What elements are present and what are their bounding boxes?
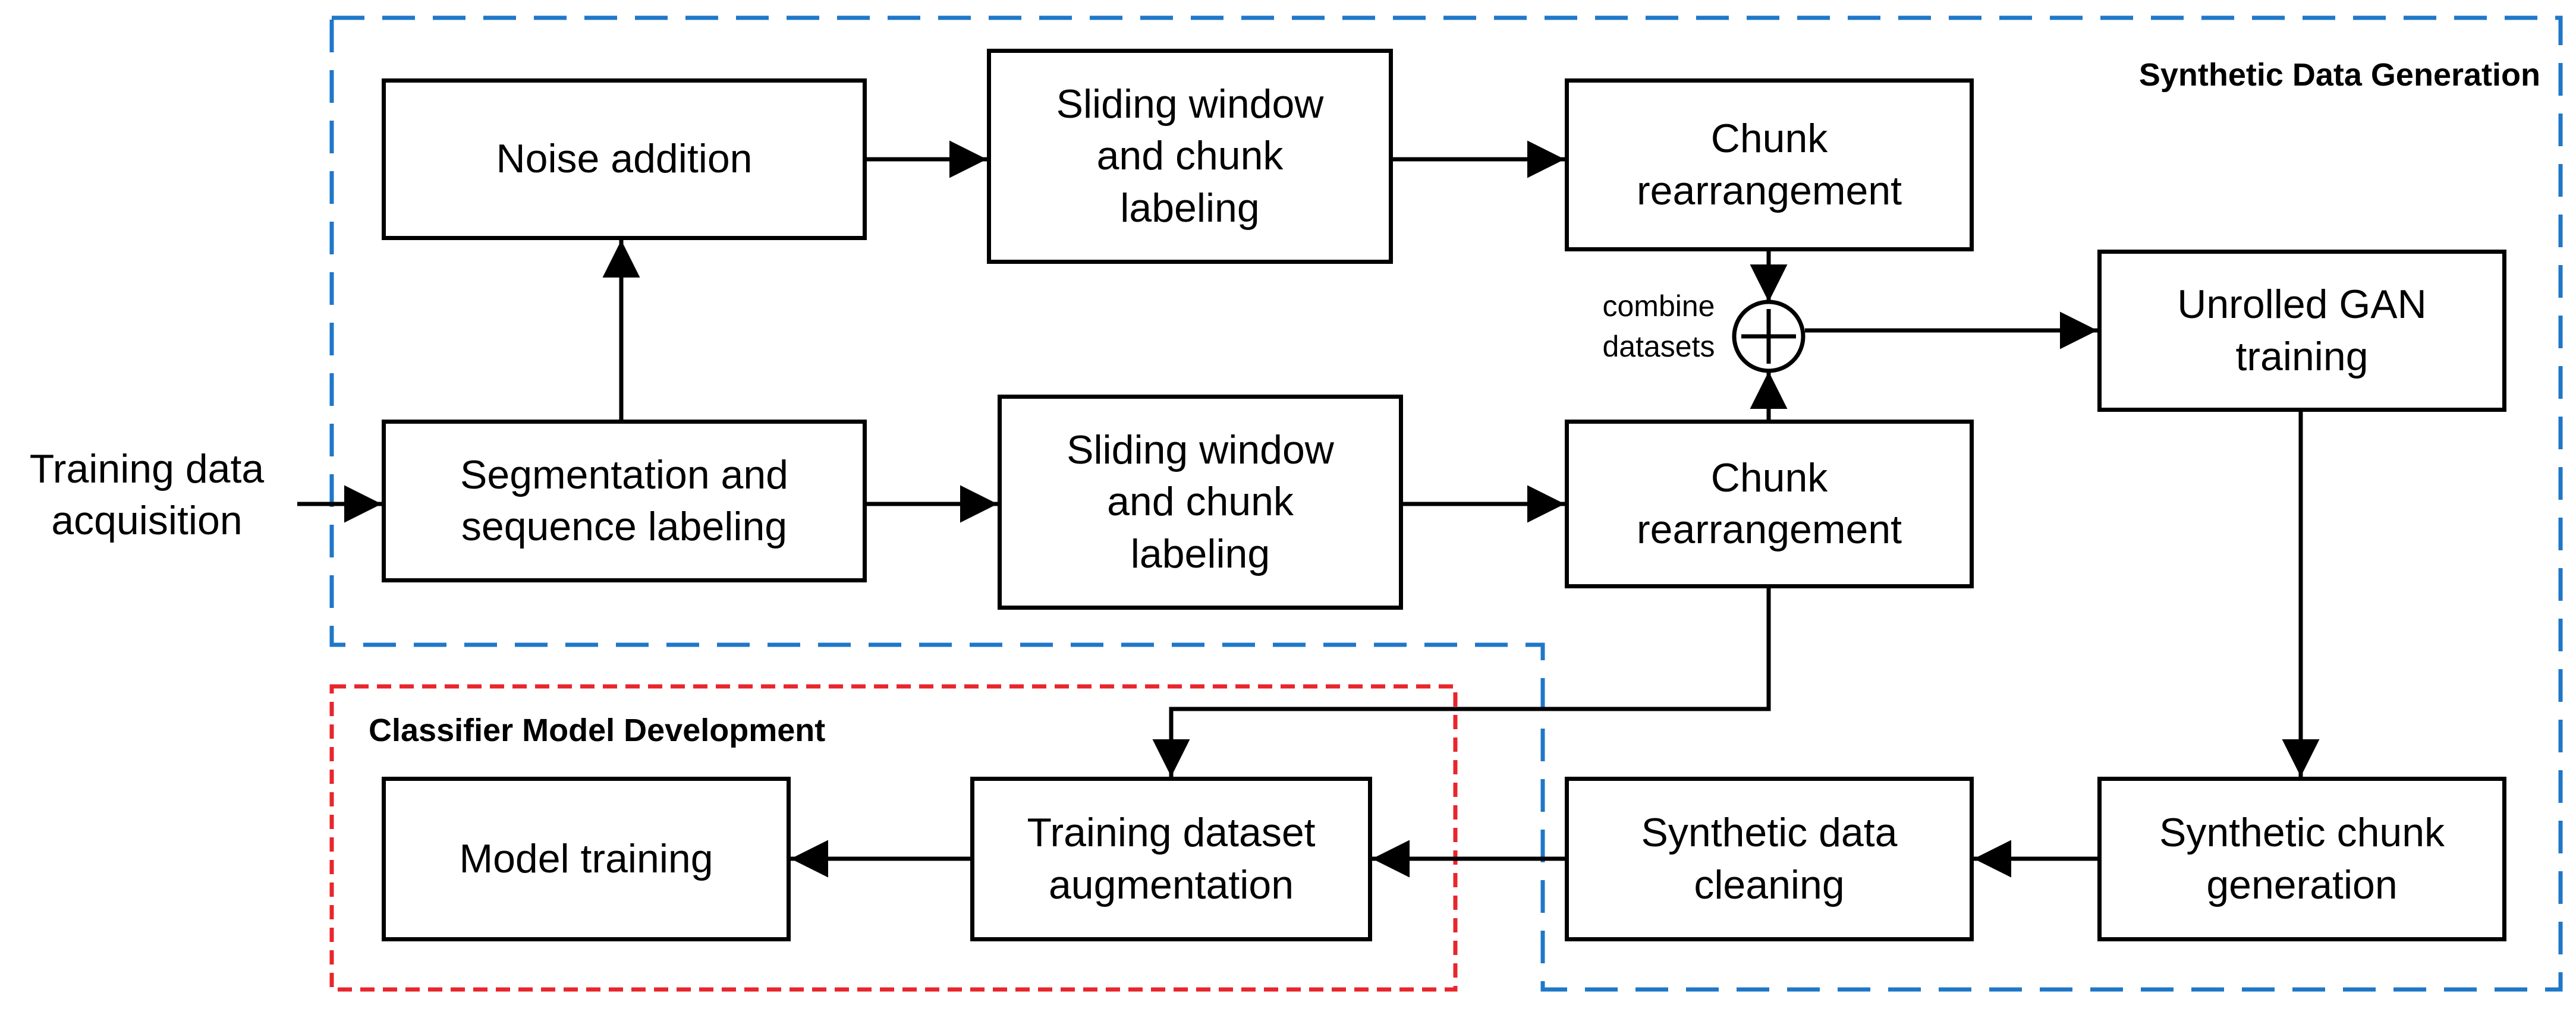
node-unrolled-gan-training: Unrolled GAN training xyxy=(2097,250,2506,412)
node-synthetic-chunk-generation: Synthetic chunk generation xyxy=(2097,777,2506,941)
node-noise-addition: Noise addition xyxy=(382,78,867,240)
node-model-training: Model training xyxy=(382,777,791,941)
classifier-region-border xyxy=(329,684,1458,992)
node-synthetic-data-cleaning: Synthetic data cleaning xyxy=(1565,777,1974,941)
node-label: Unrolled GAN training xyxy=(2177,282,2427,379)
arrow-chunk-bottom-to-augmentation xyxy=(1152,588,1771,777)
combine-label: combine datasets xyxy=(1602,289,1715,363)
combine-plus-icon xyxy=(1732,300,1806,373)
node-label: Chunk rearrangement xyxy=(1636,455,1902,552)
node-label: Segmentation and sequence labeling xyxy=(460,452,788,549)
node-label: Training dataset augmentation xyxy=(1027,810,1316,907)
node-label: Synthetic data cleaning xyxy=(1641,810,1898,907)
node-sliding-window-top: Sliding window and chunk labeling xyxy=(987,49,1393,264)
node-label: Noise addition xyxy=(496,136,753,182)
synthetic-region-border xyxy=(329,15,2563,992)
node-segmentation: Segmentation and sequence labeling xyxy=(382,420,867,582)
node-label: Chunk rearrangement xyxy=(1636,116,1902,213)
node-training-dataset-augmentation: Training dataset augmentation xyxy=(970,777,1372,941)
node-chunk-rearrangement-top: Chunk rearrangement xyxy=(1565,78,1974,251)
node-label: Model training xyxy=(459,836,713,881)
node-sliding-window-bottom: Sliding window and chunk labeling xyxy=(998,395,1403,610)
node-label: Synthetic chunk generation xyxy=(2159,810,2445,907)
node-label: Sliding window and chunk labeling xyxy=(1056,81,1324,231)
input-label: Training data acquisition xyxy=(29,446,265,544)
node-chunk-rearrangement-bottom: Chunk rearrangement xyxy=(1565,420,1974,588)
synthetic-region-title: Synthetic Data Generation xyxy=(2138,57,2540,93)
classifier-region-title: Classifier Model Development xyxy=(369,713,826,748)
node-label: Sliding window and chunk labeling xyxy=(1067,427,1334,576)
